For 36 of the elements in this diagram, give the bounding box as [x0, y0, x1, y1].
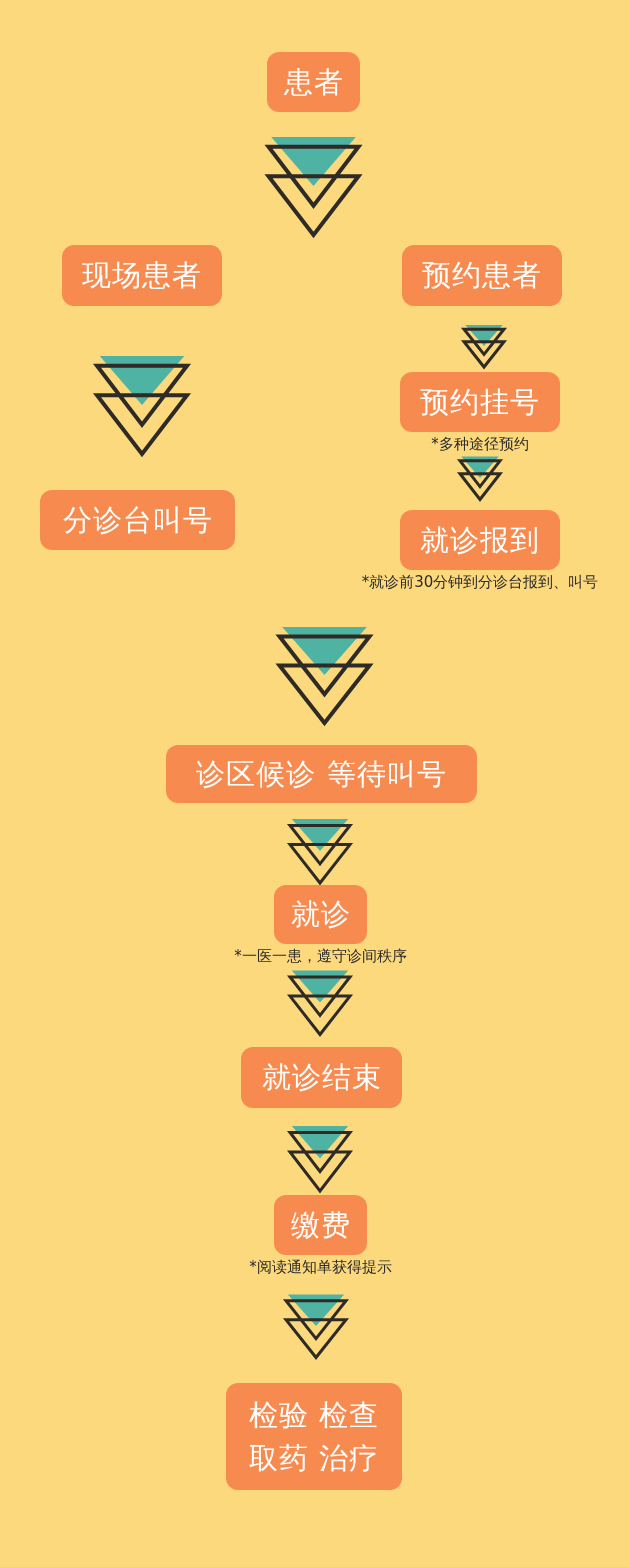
chevron-arrow [275, 627, 374, 727]
step-label: 诊区候诊 等待叫号 [196, 755, 447, 793]
process-box [274, 1195, 367, 1255]
process-box [402, 245, 562, 306]
process-box [241, 1047, 402, 1108]
step-label: 缴费 [290, 1206, 351, 1244]
process-box [274, 885, 367, 944]
chevron-arrow [92, 356, 192, 458]
step-label: 现场患者 [82, 257, 202, 295]
step-label: 就诊 [290, 896, 351, 934]
process-box [62, 245, 222, 306]
step-label: 就诊报到 [420, 521, 540, 559]
process-box [166, 745, 477, 803]
note-text: *一医一患，遵守诊间秩序 [234, 947, 407, 966]
process-box [40, 490, 235, 550]
chevron-arrow [460, 325, 508, 370]
chevron-arrow [282, 1294, 350, 1360]
note-text: *就诊前30分钟到分诊台报到、叫号 [361, 573, 599, 592]
process-box [267, 52, 360, 112]
step-label: 检验 检查 [248, 1397, 380, 1435]
process-box [226, 1383, 402, 1490]
process-box [400, 372, 560, 432]
chevron-arrow [286, 1126, 354, 1194]
chevron-arrow [286, 970, 354, 1037]
chevron-arrow [264, 137, 363, 239]
step-label: 就诊结束 [261, 1059, 382, 1097]
chevron-arrow [286, 819, 354, 886]
process-box [400, 510, 560, 570]
step-label: 预约挂号 [420, 383, 540, 421]
note-text: *多种途径预约 [431, 435, 529, 454]
step-label: 预约患者 [422, 257, 542, 295]
step-label: 分诊台叫号 [62, 501, 213, 539]
step-label: 患者 [283, 63, 344, 101]
step-label: 取药 治疗 [248, 1439, 380, 1477]
note-text: *阅读通知单获得提示 [249, 1258, 392, 1277]
chevron-arrow [456, 456, 504, 502]
